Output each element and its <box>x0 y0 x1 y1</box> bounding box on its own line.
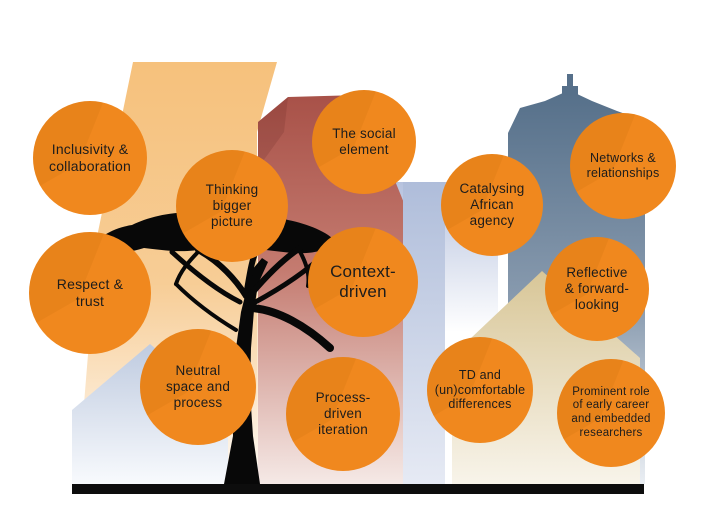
building-lavender-pillar <box>403 182 445 484</box>
bubble-label: Thinking bigger picture <box>205 182 259 229</box>
bubble-label: The social element <box>332 126 396 157</box>
bubble-label: Inclusivity & collaboration <box>49 141 131 174</box>
bubble-neutral-space-process: Neutral space and process <box>140 329 256 445</box>
bubble-label: Context- driven <box>330 261 396 301</box>
bubble-label: Prominent role of early career and embed… <box>571 385 651 439</box>
bubble-label: Respect & trust <box>56 276 124 309</box>
bubble-label: Neutral space and process <box>165 363 231 410</box>
bubble-process-driven-iteration: Process- driven iteration <box>286 357 400 471</box>
bubble-label: Catalysing African agency <box>459 181 525 228</box>
bubble-social-element: The social element <box>312 90 416 194</box>
bubble-label: Process- driven iteration <box>315 390 371 437</box>
bubble-label: Reflective & forward- looking <box>564 265 630 312</box>
bubble-early-career-researchers: Prominent role of early career and embed… <box>557 359 665 467</box>
ground-bar <box>72 484 644 494</box>
bubble-inclusivity-collaboration: Inclusivity & collaboration <box>33 101 147 215</box>
bubble-context-driven: Context- driven <box>308 227 418 337</box>
bubble-networks-relationships: Networks & relationships <box>570 113 676 219</box>
bubble-reflective-forward-looking: Reflective & forward- looking <box>545 237 649 341</box>
bubble-catalysing-african-agency: Catalysing African agency <box>441 154 543 256</box>
bubble-thinking-bigger-picture: Thinking bigger picture <box>176 150 288 262</box>
bubble-label: TD and (un)comfortable differences <box>434 367 526 412</box>
bubble-respect-trust: Respect & trust <box>29 232 151 354</box>
bubble-td-uncomfortable-differences: TD and (un)comfortable differences <box>427 337 533 443</box>
bubble-label: Networks & relationships <box>586 151 660 180</box>
